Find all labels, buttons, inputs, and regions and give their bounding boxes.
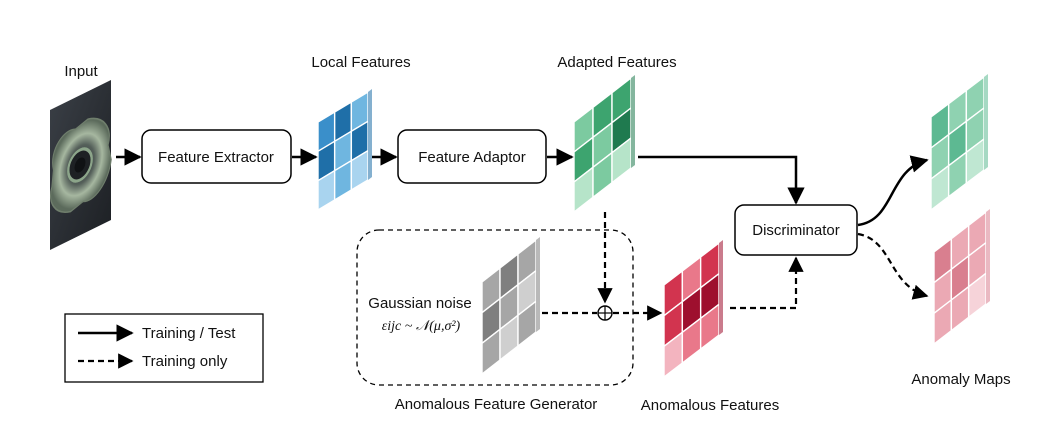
grid-edge: [986, 209, 990, 304]
gaussian-noise-label: Gaussian noise: [368, 295, 471, 312]
adapted-features-label: Adapted Features: [557, 54, 676, 71]
discriminator-text: Discriminator: [752, 222, 840, 239]
grid-edge: [631, 75, 635, 168]
anomaly-maps-label: Anomaly Maps: [911, 371, 1010, 388]
grid-edge: [984, 74, 988, 170]
local-features-label: Local Features: [311, 54, 410, 71]
grid-edge: [536, 237, 540, 332]
noise-formula: εijc ~ 𝒩(μ,σ²): [382, 319, 461, 334]
anomaly-map-normal: [930, 74, 988, 212]
arrow-discriminator-to-abnormal-map: [857, 232, 929, 300]
gaussian-noise-grid: [481, 237, 540, 376]
legend-box: [64, 313, 264, 383]
feature-adaptor-text: Feature Adaptor: [418, 149, 526, 166]
legend: Training / Test Training only: [64, 313, 264, 383]
anomalous-features-grid: [663, 240, 723, 379]
grid-edge: [719, 240, 723, 335]
feature-extractor-text: Feature Extractor: [158, 149, 274, 166]
discriminator-box: Discriminator: [734, 204, 858, 256]
feature-extractor-box: Feature Extractor: [141, 129, 292, 184]
feature-adaptor-box: Feature Adaptor: [397, 129, 547, 184]
arrow-anomalous-to-discriminator: [730, 256, 804, 310]
arrow-discriminator-to-normal-map: [857, 155, 929, 227]
local-features-grid: [317, 89, 372, 212]
arrow-adapted-to-discriminator: [638, 155, 805, 205]
generator-region: [356, 229, 634, 386]
input-label: Input: [64, 63, 98, 80]
adapted-features-grid: [573, 75, 635, 214]
input-image: [50, 80, 112, 250]
legend-solid-label: Training / Test: [142, 325, 236, 342]
anomaly-map-abnormal: [933, 209, 990, 346]
anomalous-features-label: Anomalous Features: [641, 397, 779, 414]
grid-edge: [368, 89, 372, 180]
generator-label: Anomalous Feature Generator: [395, 396, 598, 413]
legend-dashed-label: Training only: [142, 353, 228, 370]
